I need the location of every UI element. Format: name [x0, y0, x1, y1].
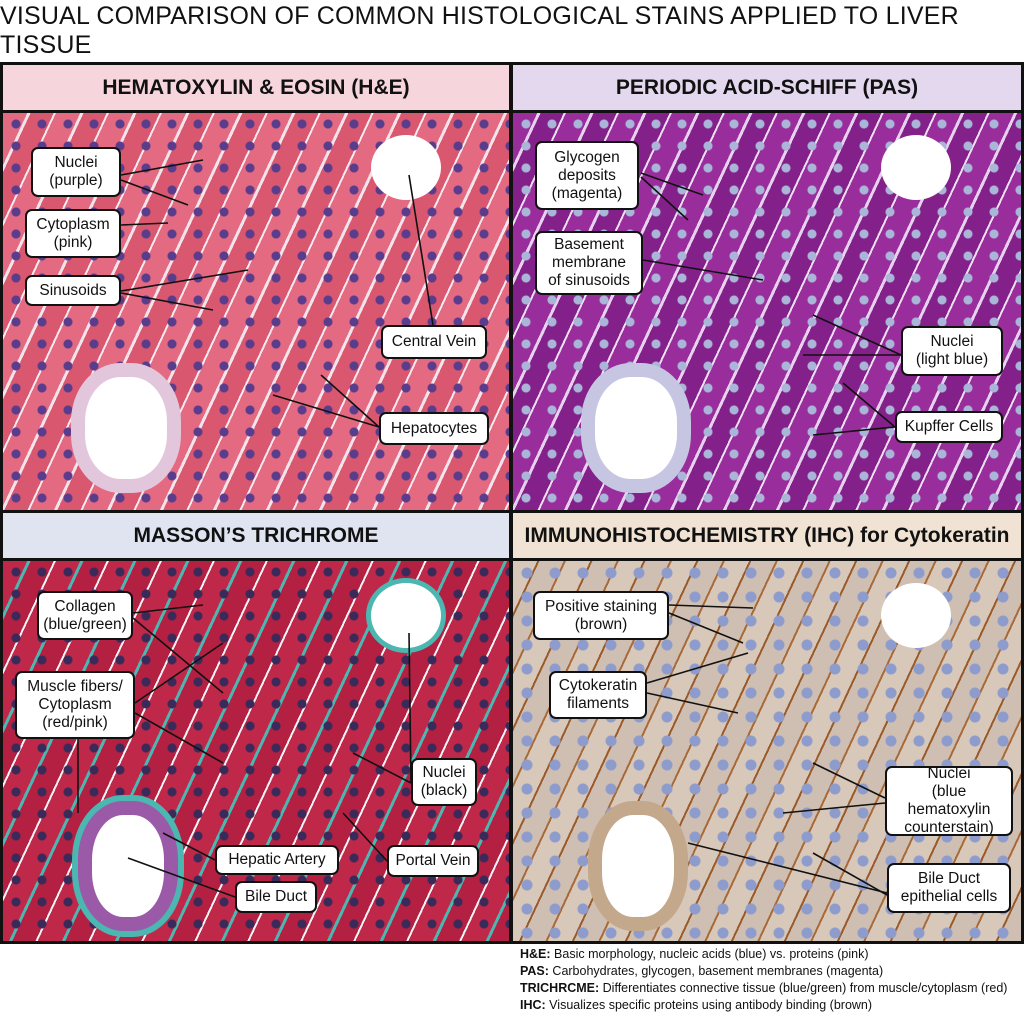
- label-positive-staining: Positive staining (brown): [533, 591, 669, 640]
- central-vein: [371, 583, 441, 648]
- label-hepatic-artery: Hepatic Artery: [215, 845, 339, 875]
- label-cytokeratin-filaments: Cytokeratin filaments: [549, 671, 647, 719]
- panel-heading: IMMUNOHISTOCHEMISTRY (IHC) for Cytokerat…: [513, 513, 1021, 561]
- central-vein: [371, 135, 441, 200]
- panel-pas: PERIODIC ACID-SCHIFF (PAS) Glycogen depo…: [510, 62, 1024, 514]
- central-vein: [881, 583, 951, 648]
- label-nuclei: Nuclei (blue hematoxylin counterstain): [885, 765, 1013, 836]
- leader-lines: [120, 159, 434, 428]
- label-glycogen: Glycogen deposits (magenta): [535, 141, 639, 210]
- label-bile-duct-epithelial: Bile Duct epithelial cells: [887, 863, 1011, 913]
- panel-heading: MASSON’S TRICHROME: [3, 513, 509, 561]
- pas-tissue-image: [513, 113, 1021, 511]
- legend-item-pas: PAS: Carbohydrates, glycogen, basement m…: [520, 964, 884, 978]
- central-vein: [881, 135, 951, 200]
- panel-he: HEMATOXYLIN & EOSIN (H&E) Nuclei (purple…: [0, 62, 512, 514]
- label-nuclei: Nuclei (purple): [31, 147, 121, 197]
- panel-heading: HEMATOXYLIN & EOSIN (H&E): [3, 65, 509, 113]
- label-muscle-fibers: Muscle fibers/ Cytoplasm (red/pink): [15, 671, 135, 739]
- stain-legend: H&E: Basic morphology, nucleic acids (bl…: [520, 946, 1024, 1014]
- figure-title: VISUAL COMPARISON OF COMMON HISTOLOGICAL…: [0, 2, 959, 59]
- label-nuclei: Nuclei (black): [411, 758, 477, 806]
- panel-heading: PERIODIC ACID-SCHIFF (PAS): [513, 65, 1021, 113]
- label-kupffer-cells: Kupffer Cells: [895, 411, 1003, 443]
- leader-lines: [640, 172, 902, 436]
- legend-item-trichrome: TRICHRCME: Differentiates connective tis…: [520, 981, 1008, 995]
- label-central-vein: Central Vein: [381, 325, 487, 359]
- label-sinusoids: Sinusoids: [25, 275, 121, 306]
- label-bile-duct: Bile Duct: [235, 881, 317, 913]
- panel-trichrome: MASSON’S TRICHROME Collagen (blue/green)…: [0, 510, 512, 944]
- legend-item-he: H&E: Basic morphology, nucleic acids (bl…: [520, 947, 869, 961]
- leader-lines: [77, 604, 412, 898]
- panel-ihc: IMMUNOHISTOCHEMISTRY (IHC) for Cytokerat…: [510, 510, 1024, 944]
- label-nuclei: Nuclei (light blue): [901, 326, 1003, 376]
- legend-item-ihc: IHC: Visualizes specific proteins using …: [520, 998, 873, 1012]
- trichrome-tissue-image: [3, 561, 509, 941]
- label-portal-vein: Portal Vein: [387, 845, 479, 877]
- label-basement-membrane: Basement membrane of sinusoids: [535, 231, 643, 295]
- leader-lines: [646, 604, 888, 896]
- label-collagen: Collagen (blue/green): [37, 591, 133, 640]
- label-hepatocytes: Hepatocytes: [379, 412, 489, 445]
- label-cytoplasm: Cytoplasm (pink): [25, 209, 121, 258]
